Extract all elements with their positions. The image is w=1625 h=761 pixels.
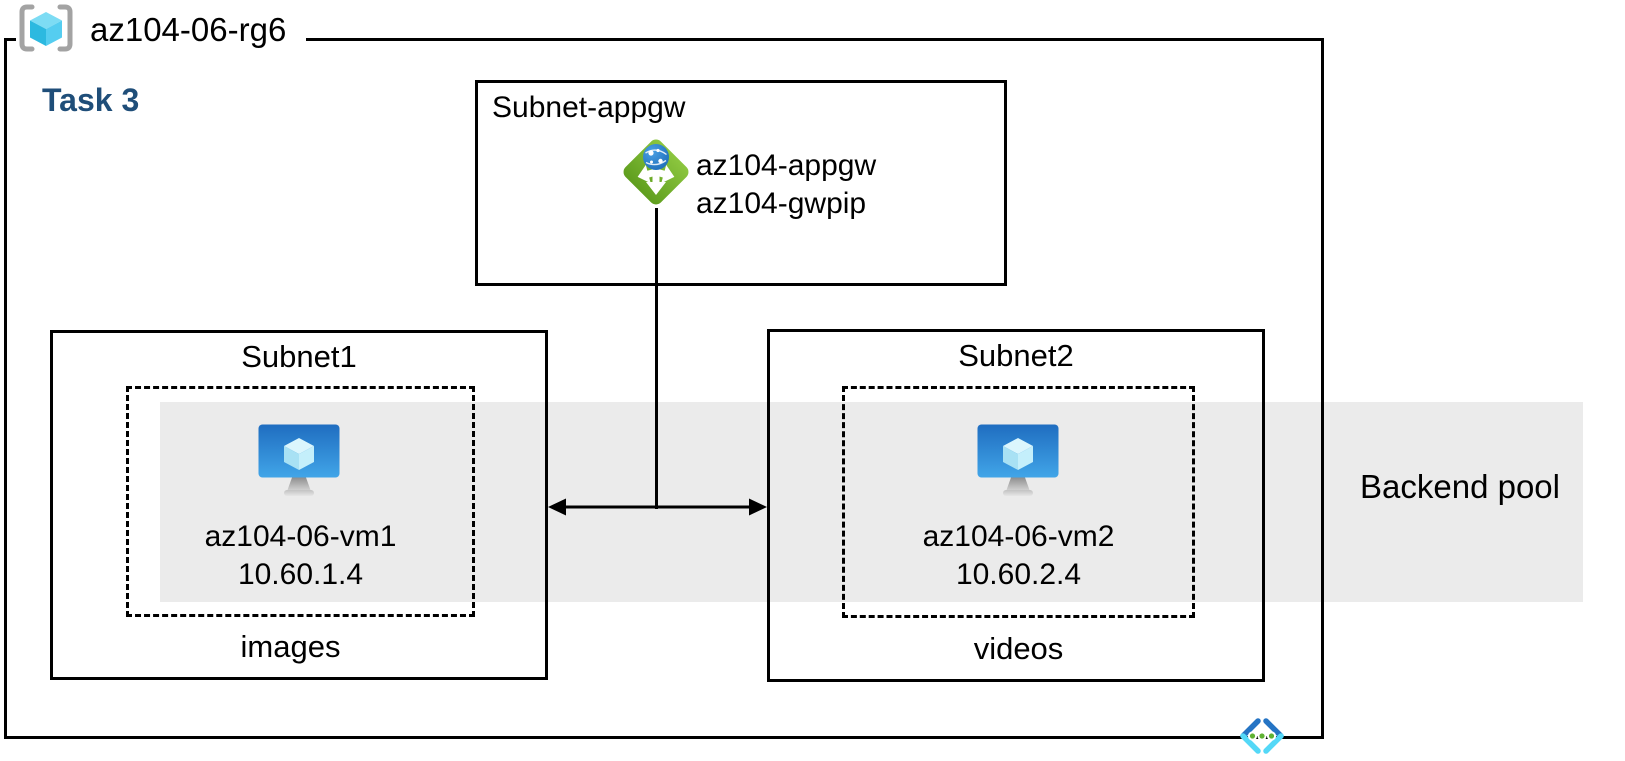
subnet1-title: Subnet1 (241, 339, 357, 374)
virtual-network-icon (1235, 717, 1289, 760)
vm1-ip: 10.60.1.4 (237, 558, 364, 591)
resource-group-header: az104-06-rg6 (16, 3, 307, 57)
application-gateway-public-ip: az104-gwpip (696, 187, 867, 220)
resource-group-box (4, 38, 1324, 739)
application-gateway-labels: az104-appgw az104-gwpip (696, 147, 876, 223)
vm2-labels: az104-06-vm2 10.60.2.4 (842, 518, 1195, 594)
vm2-name: az104-06-vm2 (922, 520, 1115, 553)
resource-group-name: az104-06-rg6 (90, 11, 287, 48)
backend-pool-band (160, 402, 1583, 602)
backend-pool-label: Backend pool (1360, 468, 1560, 505)
task-heading: Task 3 (42, 82, 140, 118)
subnet2-pool-item-label: videos (973, 631, 1064, 666)
vm2-ip: 10.60.2.4 (955, 558, 1082, 591)
subnet-double-arrow (548, 495, 767, 524)
application-gateway-icon (616, 132, 696, 217)
vm1-name: az104-06-vm1 (204, 520, 397, 553)
vm1-labels: az104-06-vm1 10.60.1.4 (126, 518, 475, 594)
subnet2-backend-dashed-box (842, 386, 1195, 618)
virtual-machine-icon (976, 423, 1060, 504)
resource-group-icon (18, 4, 74, 57)
subnet-appgw-box: Subnet-appgw (475, 80, 1007, 286)
application-gateway-name: az104-appgw (696, 149, 877, 182)
subnet-appgw-title: Subnet-appgw (492, 91, 686, 124)
subnet1-backend-dashed-box (126, 386, 475, 617)
subnet2-title: Subnet2 (958, 338, 1074, 373)
virtual-machine-icon (257, 423, 341, 504)
subnet1-pool-item-label: images (240, 629, 341, 664)
subnet2-box: Subnet2 (767, 329, 1265, 682)
subnet1-box: Subnet1 (50, 330, 548, 680)
appgw-connector-line (655, 208, 658, 509)
